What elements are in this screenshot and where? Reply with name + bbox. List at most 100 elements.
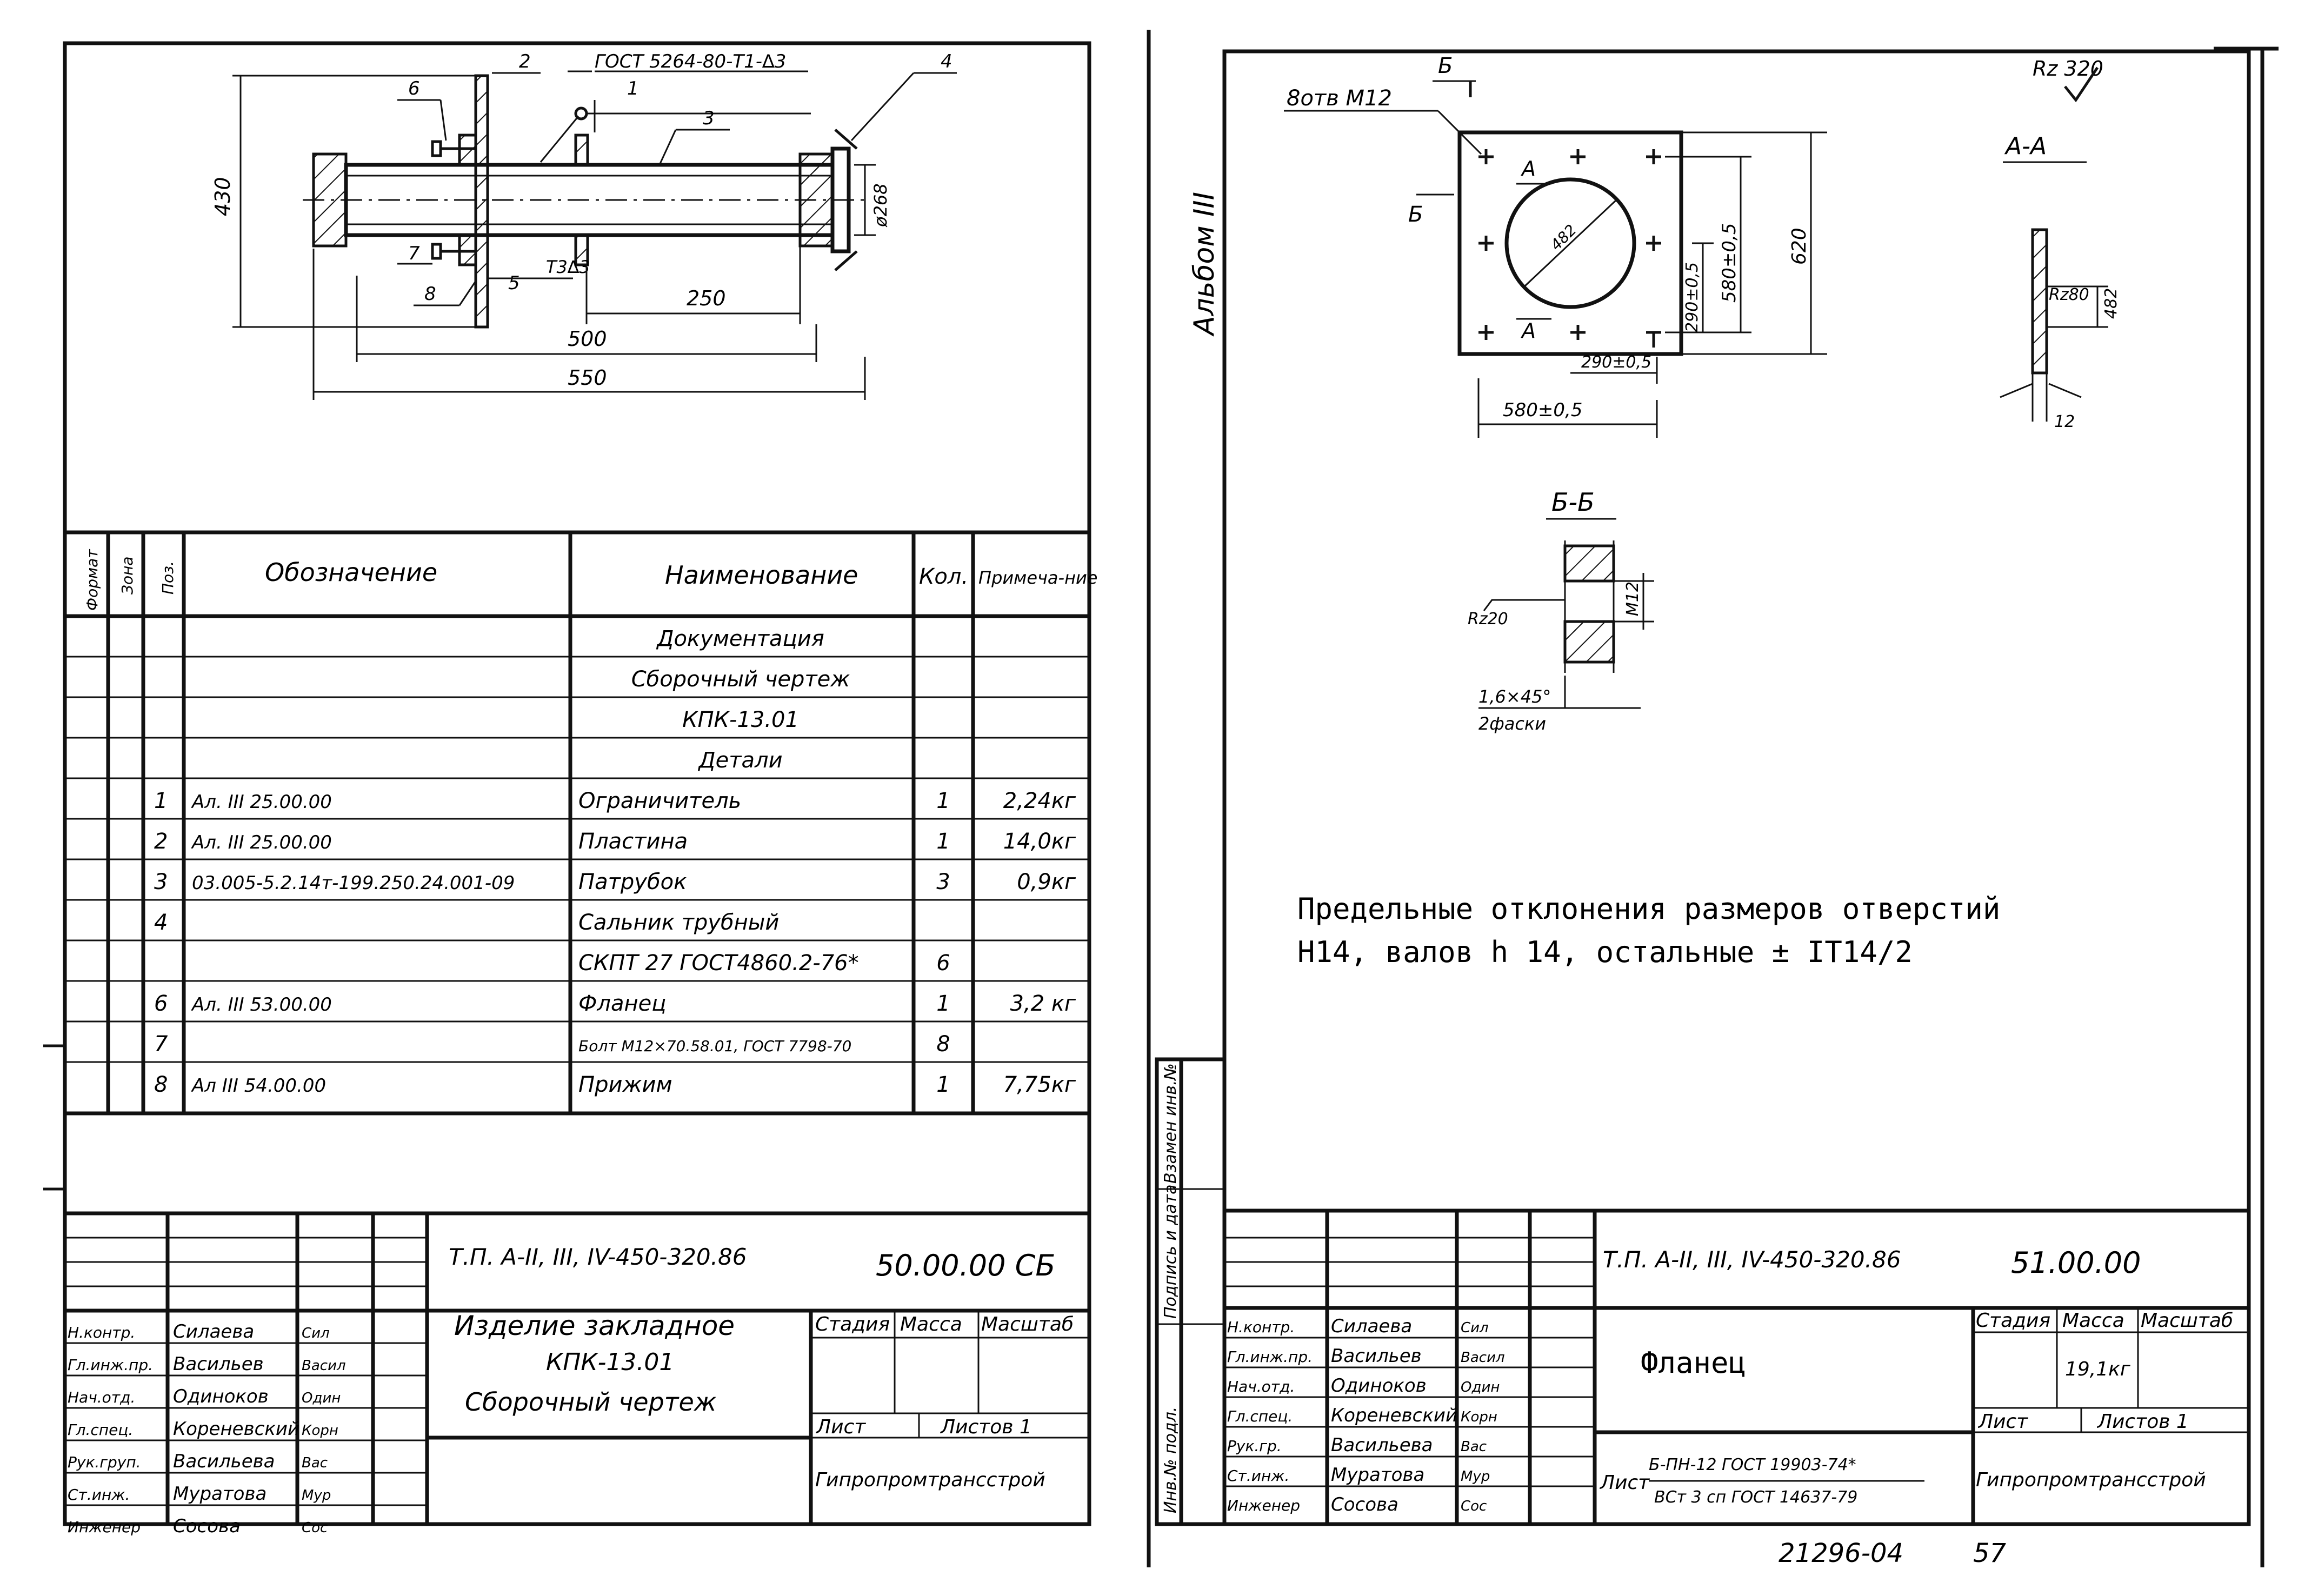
bolt-head-bottom <box>431 243 442 260</box>
left-scale-label: Масштаб <box>981 1313 1074 1335</box>
signer-role: Н.контр. <box>68 1324 135 1341</box>
left-item-title: Изделие закладное <box>454 1310 735 1341</box>
signer-role: Рук.гр. <box>1227 1437 1282 1455</box>
signer-name: Кореневский <box>173 1418 299 1440</box>
spec-row-note: 2,24кг <box>1003 789 1076 813</box>
spec-row-name: Прижим <box>578 1072 672 1097</box>
right-sheet-label: Лист <box>1977 1411 2028 1433</box>
spec-row-name: Детали <box>697 748 782 773</box>
spec-row-designation: 03.005-5.2.14т-199.250.24.001-09 <box>192 872 515 894</box>
section-b-mark-top: Б <box>1438 54 1453 78</box>
signer-signature: Мур <box>1461 1468 1490 1485</box>
signer-name: Васильева <box>173 1451 275 1472</box>
bolt-head-top <box>431 140 442 157</box>
dim-250: 250 <box>687 286 726 310</box>
dim-12: 12 <box>2054 412 2075 431</box>
spec-row-designation: Ал. III 25.00.00 <box>191 791 332 813</box>
left-mass-label: Масса <box>900 1313 962 1335</box>
callout-6: 6 <box>408 78 420 99</box>
left-title-block: Т.П. А-II, III, IV-450-320.86 50.00.00 С… <box>65 1211 1089 1537</box>
left-project-code: Т.П. А-II, III, IV-450-320.86 <box>449 1244 747 1270</box>
spec-row-name: СКПТ 27 ГОСТ4860.2-76* <box>578 951 859 976</box>
dim-580-horizontal: 580±0,5 <box>1503 399 1582 421</box>
tolerance-note-line1: Предельные отклонения размеров отверстий <box>1297 892 2000 926</box>
dim-550: 550 <box>568 366 607 390</box>
left-sheet: ГОСТ 5264-80-Т1-∆3 1 2 3 4 5 Т3∆3 6 7 <box>43 30 1151 1567</box>
left-item-code: КПК-13.01 <box>546 1348 674 1376</box>
right-item-title: Фланец <box>1641 1346 1746 1380</box>
left-doc-number: 50.00.00 СБ <box>876 1248 1055 1283</box>
header-zone: Зона <box>118 556 136 595</box>
signer-role: Гл.спец. <box>68 1421 133 1439</box>
header-pos: Поз. <box>159 561 177 595</box>
holes-label: 8отв М12 <box>1287 86 1392 111</box>
flange-plate <box>1457 130 1683 356</box>
signer-role: Гл.инж.пр. <box>68 1356 153 1374</box>
signer-role: Гл.инж.пр. <box>1227 1348 1313 1366</box>
m12: М12 <box>1623 582 1642 616</box>
plate-part <box>474 74 489 329</box>
album-label: Альбом III <box>1188 192 1221 337</box>
material-top: Б-ПН-12 ГОСТ 19903-74* <box>1649 1455 1856 1474</box>
weld-label: Т3∆3 <box>546 257 590 277</box>
callout-1: 1 <box>627 78 639 99</box>
dim-diameter: ø268 <box>870 183 891 228</box>
signer-role: Рук.груп. <box>68 1453 141 1471</box>
left-org: Гипропромтрансстрой <box>815 1469 1045 1491</box>
material-prefix: Лист <box>1599 1472 1650 1494</box>
spec-row-pos: 6 <box>154 991 168 1016</box>
spec-row-name: Ограничитель <box>578 789 741 813</box>
spec-row-name: Пластина <box>578 829 688 854</box>
right-title-block: Т.П. А-II, III, IV-450-320.86 51.00.00 Ф… <box>1224 1208 2249 1524</box>
gost-label: ГОСТ 5264-80-Т1-∆3 <box>595 51 786 72</box>
spec-row-note: 0,9кг <box>1017 870 1076 894</box>
section-aa: А-А Rz80 482 12 <box>2000 132 2121 431</box>
header-note: Примеча-ние <box>978 567 1097 588</box>
signer-name: Муратова <box>1331 1464 1424 1486</box>
signer-name: Сосова <box>173 1515 241 1537</box>
chamfer-note: 2фаски <box>1478 713 1546 734</box>
spec-table: Формат Зона Поз. Обозначение Наименовани… <box>65 530 1097 1116</box>
signer-role: Ст.инж. <box>1227 1467 1289 1485</box>
spec-row-designation: Ал. III 53.00.00 <box>191 994 332 1016</box>
signer-signature: Вас <box>1461 1439 1487 1455</box>
side-label-inv: Инв.№ подл. <box>1161 1407 1180 1513</box>
spec-row-note: 14,0кг <box>1003 829 1076 854</box>
spec-row-designation: Ал. III 25.00.00 <box>191 832 332 853</box>
right-org: Гипропромтрансстрой <box>1976 1469 2206 1491</box>
spec-row-note: 7,75кг <box>1003 1072 1076 1097</box>
side-label-replace: Взамен инв.№ <box>1161 1063 1180 1184</box>
signer-signature: Васил <box>302 1358 346 1374</box>
signer-signature: Сил <box>302 1325 330 1341</box>
section-a-mark-bottom: А <box>1520 319 1536 343</box>
signer-signature: Сос <box>1461 1498 1487 1514</box>
spec-row-name: КПК-13.01 <box>682 707 799 732</box>
roughness-symbol: Rz 320 <box>2033 57 2103 103</box>
header-name: Наименование <box>665 560 858 590</box>
flange-plan-view: 482 8отв М12 Б Б А А 620 5 <box>1284 54 1827 438</box>
spec-row-qty: 1 <box>936 1072 950 1097</box>
dim-290-horizontal: 290±0,5 <box>1581 353 1651 372</box>
signer-signature: Сос <box>302 1520 328 1536</box>
spec-row-note: 3,2 кг <box>1010 991 1076 1016</box>
right-project-code: Т.П. А-II, III, IV-450-320.86 <box>1603 1246 1901 1273</box>
spec-row-qty: 1 <box>936 991 950 1016</box>
right-sheets-label: Листов 1 <box>2096 1411 2189 1433</box>
tolerance-note-line2: Н14, валов h 14, остальные ± IT14/2 <box>1297 935 1913 969</box>
spec-row-pos: 2 <box>154 829 168 854</box>
signer-role: Нач.отд. <box>1227 1378 1295 1395</box>
signer-name: Васильев <box>1331 1345 1422 1367</box>
signer-name: Одиноков <box>1331 1375 1427 1397</box>
callouts: ГОСТ 5264-80-Т1-∆3 1 2 3 4 5 Т3∆3 6 7 <box>397 51 957 306</box>
spec-row-qty: 1 <box>936 789 950 813</box>
side-strip: Взамен инв.№ Подпись и дата Инв.№ подл. <box>1155 1057 1227 1526</box>
dim-482: 482 <box>1547 221 1580 254</box>
chamfer: 1,6×45° <box>1478 686 1551 707</box>
spec-row-pos: 3 <box>154 870 168 894</box>
spec-row-name: Патрубок <box>578 870 687 894</box>
callout-5: 5 <box>508 272 520 294</box>
